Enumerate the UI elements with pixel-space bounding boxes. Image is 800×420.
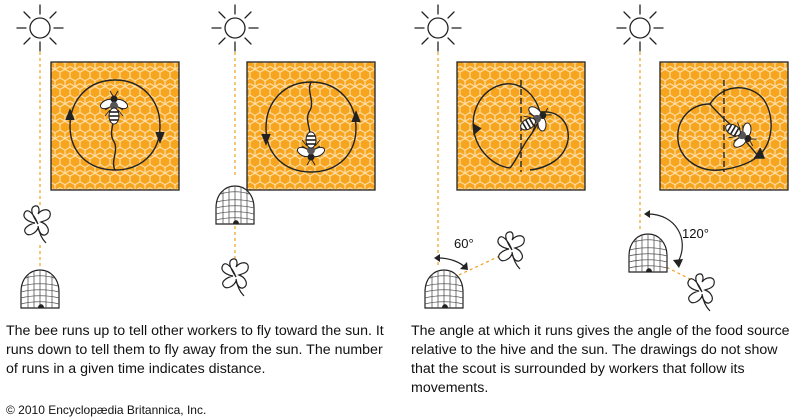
panel-toward-sun [16,4,180,309]
panel-angle-60: 60° [414,4,586,309]
angle-label-60: 60° [454,236,474,251]
sun-icon [616,4,664,52]
angle-arc [434,254,468,270]
sun-icon [414,4,462,52]
flower-icon [23,205,51,244]
waggle-dance-path [261,81,361,173]
flight-path-line [447,254,503,281]
waggle-dance-path [65,79,165,171]
beehive-icon [20,269,60,309]
sun-icon [16,4,64,52]
caption-toward-away: The bee runs up to tell other workers to… [6,323,384,377]
panel-angle-120: 120° [616,4,789,312]
flower-icon [497,231,525,270]
flower-icon [687,273,715,312]
beehive-icon [215,185,255,225]
beehive-icon [424,269,464,309]
beehive-icon [628,233,668,273]
caption-angle: The angle at which it runs gives the ang… [411,323,790,396]
sun-icon [211,4,259,52]
honeycomb [50,61,180,191]
angle-arc [644,210,683,268]
flower-icon [221,258,249,297]
panel-away-from-sun [211,4,376,297]
angle-label-120: 120° [682,226,709,241]
copyright-notice: © 2010 Encyclopædia Britannica, Inc. [6,403,207,417]
